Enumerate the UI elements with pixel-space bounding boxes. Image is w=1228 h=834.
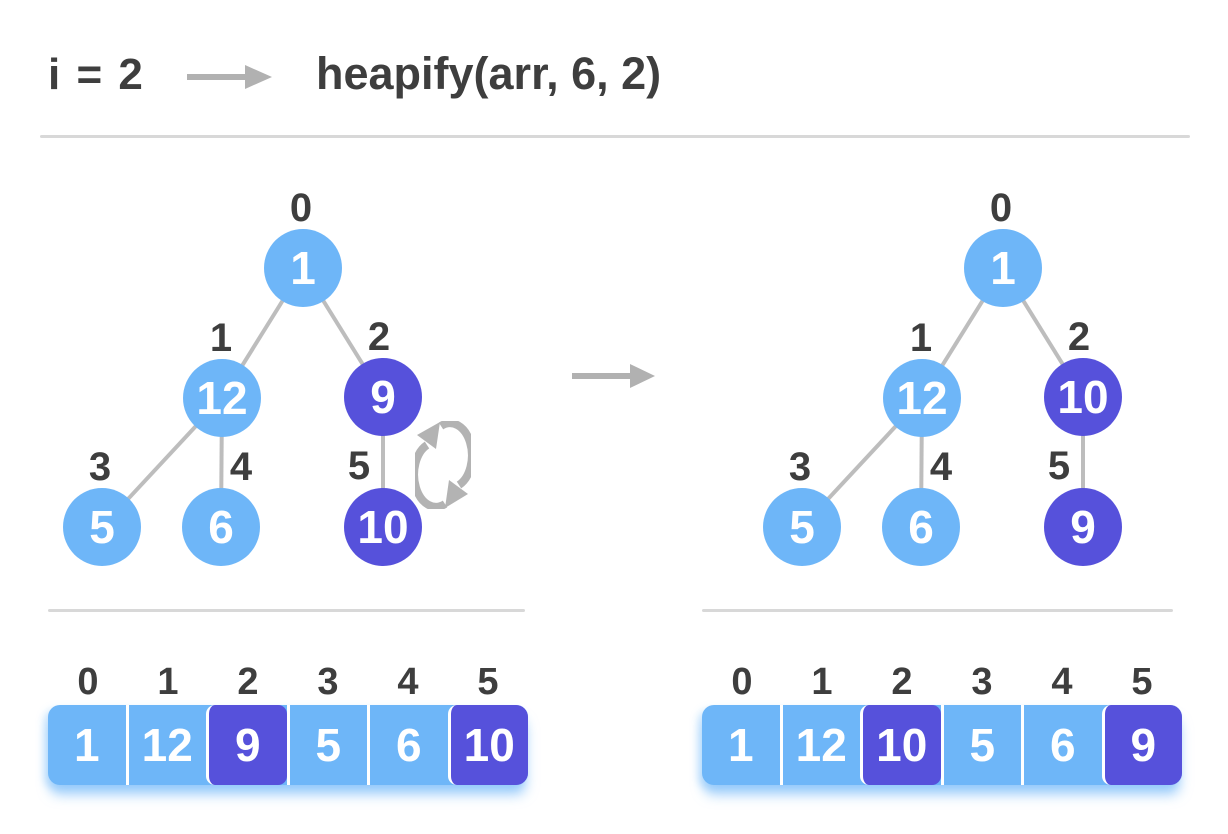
transform-right-arrow-icon xyxy=(572,364,655,388)
heapify-call-label: heapify(arr, 6, 2) xyxy=(316,48,662,99)
heap-tree-before: 0 1 2 3 4 5 1 12 9 5 6 10 xyxy=(40,186,480,580)
array-index-label: 0 xyxy=(731,661,753,703)
array-index-label: 0 xyxy=(77,661,99,703)
array-index-label: 1 xyxy=(811,661,833,703)
tree-node: 6 xyxy=(882,488,960,566)
array-index-label: 4 xyxy=(397,661,419,703)
tree-node-highlighted: 9 xyxy=(1044,488,1122,566)
tree-node: 6 xyxy=(182,488,260,566)
array-cell: 6 xyxy=(367,705,448,785)
tree-node: 5 xyxy=(763,488,841,566)
tree-node: 1 xyxy=(264,229,342,307)
tree-node-highlighted: 10 xyxy=(344,488,422,566)
node-index-label: 1 xyxy=(909,316,933,360)
iteration-label: i = 2 xyxy=(48,50,145,99)
array-index-label: 5 xyxy=(1131,661,1153,703)
array-index-label: 1 xyxy=(157,661,179,703)
array-index-label: 2 xyxy=(237,661,259,703)
heap-tree-after: 0 1 2 3 4 5 1 12 10 5 6 9 xyxy=(740,186,1180,580)
array-index-row-after: 0 1 2 3 4 5 xyxy=(702,661,1182,703)
top-divider xyxy=(40,135,1190,138)
array-cell: 5 xyxy=(286,705,368,785)
left-tree-divider xyxy=(48,609,525,612)
array-cell: 12 xyxy=(779,705,861,785)
array-cell-highlighted: 10 xyxy=(860,705,941,785)
node-index-label: 4 xyxy=(929,445,953,489)
tree-node-highlighted: 10 xyxy=(1044,358,1122,436)
array-index-label: 3 xyxy=(971,661,993,703)
array-index-label: 5 xyxy=(477,661,499,703)
node-index-label: 0 xyxy=(989,186,1013,230)
array-cell: 5 xyxy=(940,705,1022,785)
node-index-label: 2 xyxy=(367,315,391,359)
node-index-label: 2 xyxy=(1067,315,1091,359)
array-index-label: 4 xyxy=(1051,661,1073,703)
array-index-label: 2 xyxy=(891,661,913,703)
array-cell: 1 xyxy=(73,719,100,771)
array-cell: 1 xyxy=(727,719,754,771)
swap-cycle-arrows-icon xyxy=(415,421,471,509)
node-index-label: 0 xyxy=(289,186,313,230)
array-after: 1 12 10 5 6 9 xyxy=(702,705,1182,785)
array-before: 1 12 9 5 6 10 xyxy=(48,705,528,785)
node-index-label: 5 xyxy=(347,444,371,488)
array-index-row-before: 0 1 2 3 4 5 xyxy=(48,661,528,703)
tree-node: 1 xyxy=(964,229,1042,307)
array-index-label: 3 xyxy=(317,661,339,703)
node-index-label: 1 xyxy=(209,316,233,360)
array-cell-highlighted: 9 xyxy=(1101,705,1182,785)
array-cell-highlighted: 10 xyxy=(447,705,528,785)
array-cell-highlighted: 9 xyxy=(206,705,287,785)
node-index-label: 5 xyxy=(1047,444,1071,488)
node-index-label: 4 xyxy=(229,445,253,489)
header-right-arrow-icon xyxy=(187,65,272,89)
tree-node: 5 xyxy=(63,488,141,566)
right-tree-divider xyxy=(702,609,1173,612)
array-cell: 12 xyxy=(125,705,207,785)
node-index-label: 3 xyxy=(788,445,812,489)
tree-node-highlighted: 9 xyxy=(344,358,422,436)
tree-node: 12 xyxy=(183,359,261,437)
tree-node: 12 xyxy=(883,359,961,437)
node-index-label: 3 xyxy=(88,445,112,489)
array-cell: 6 xyxy=(1021,705,1102,785)
